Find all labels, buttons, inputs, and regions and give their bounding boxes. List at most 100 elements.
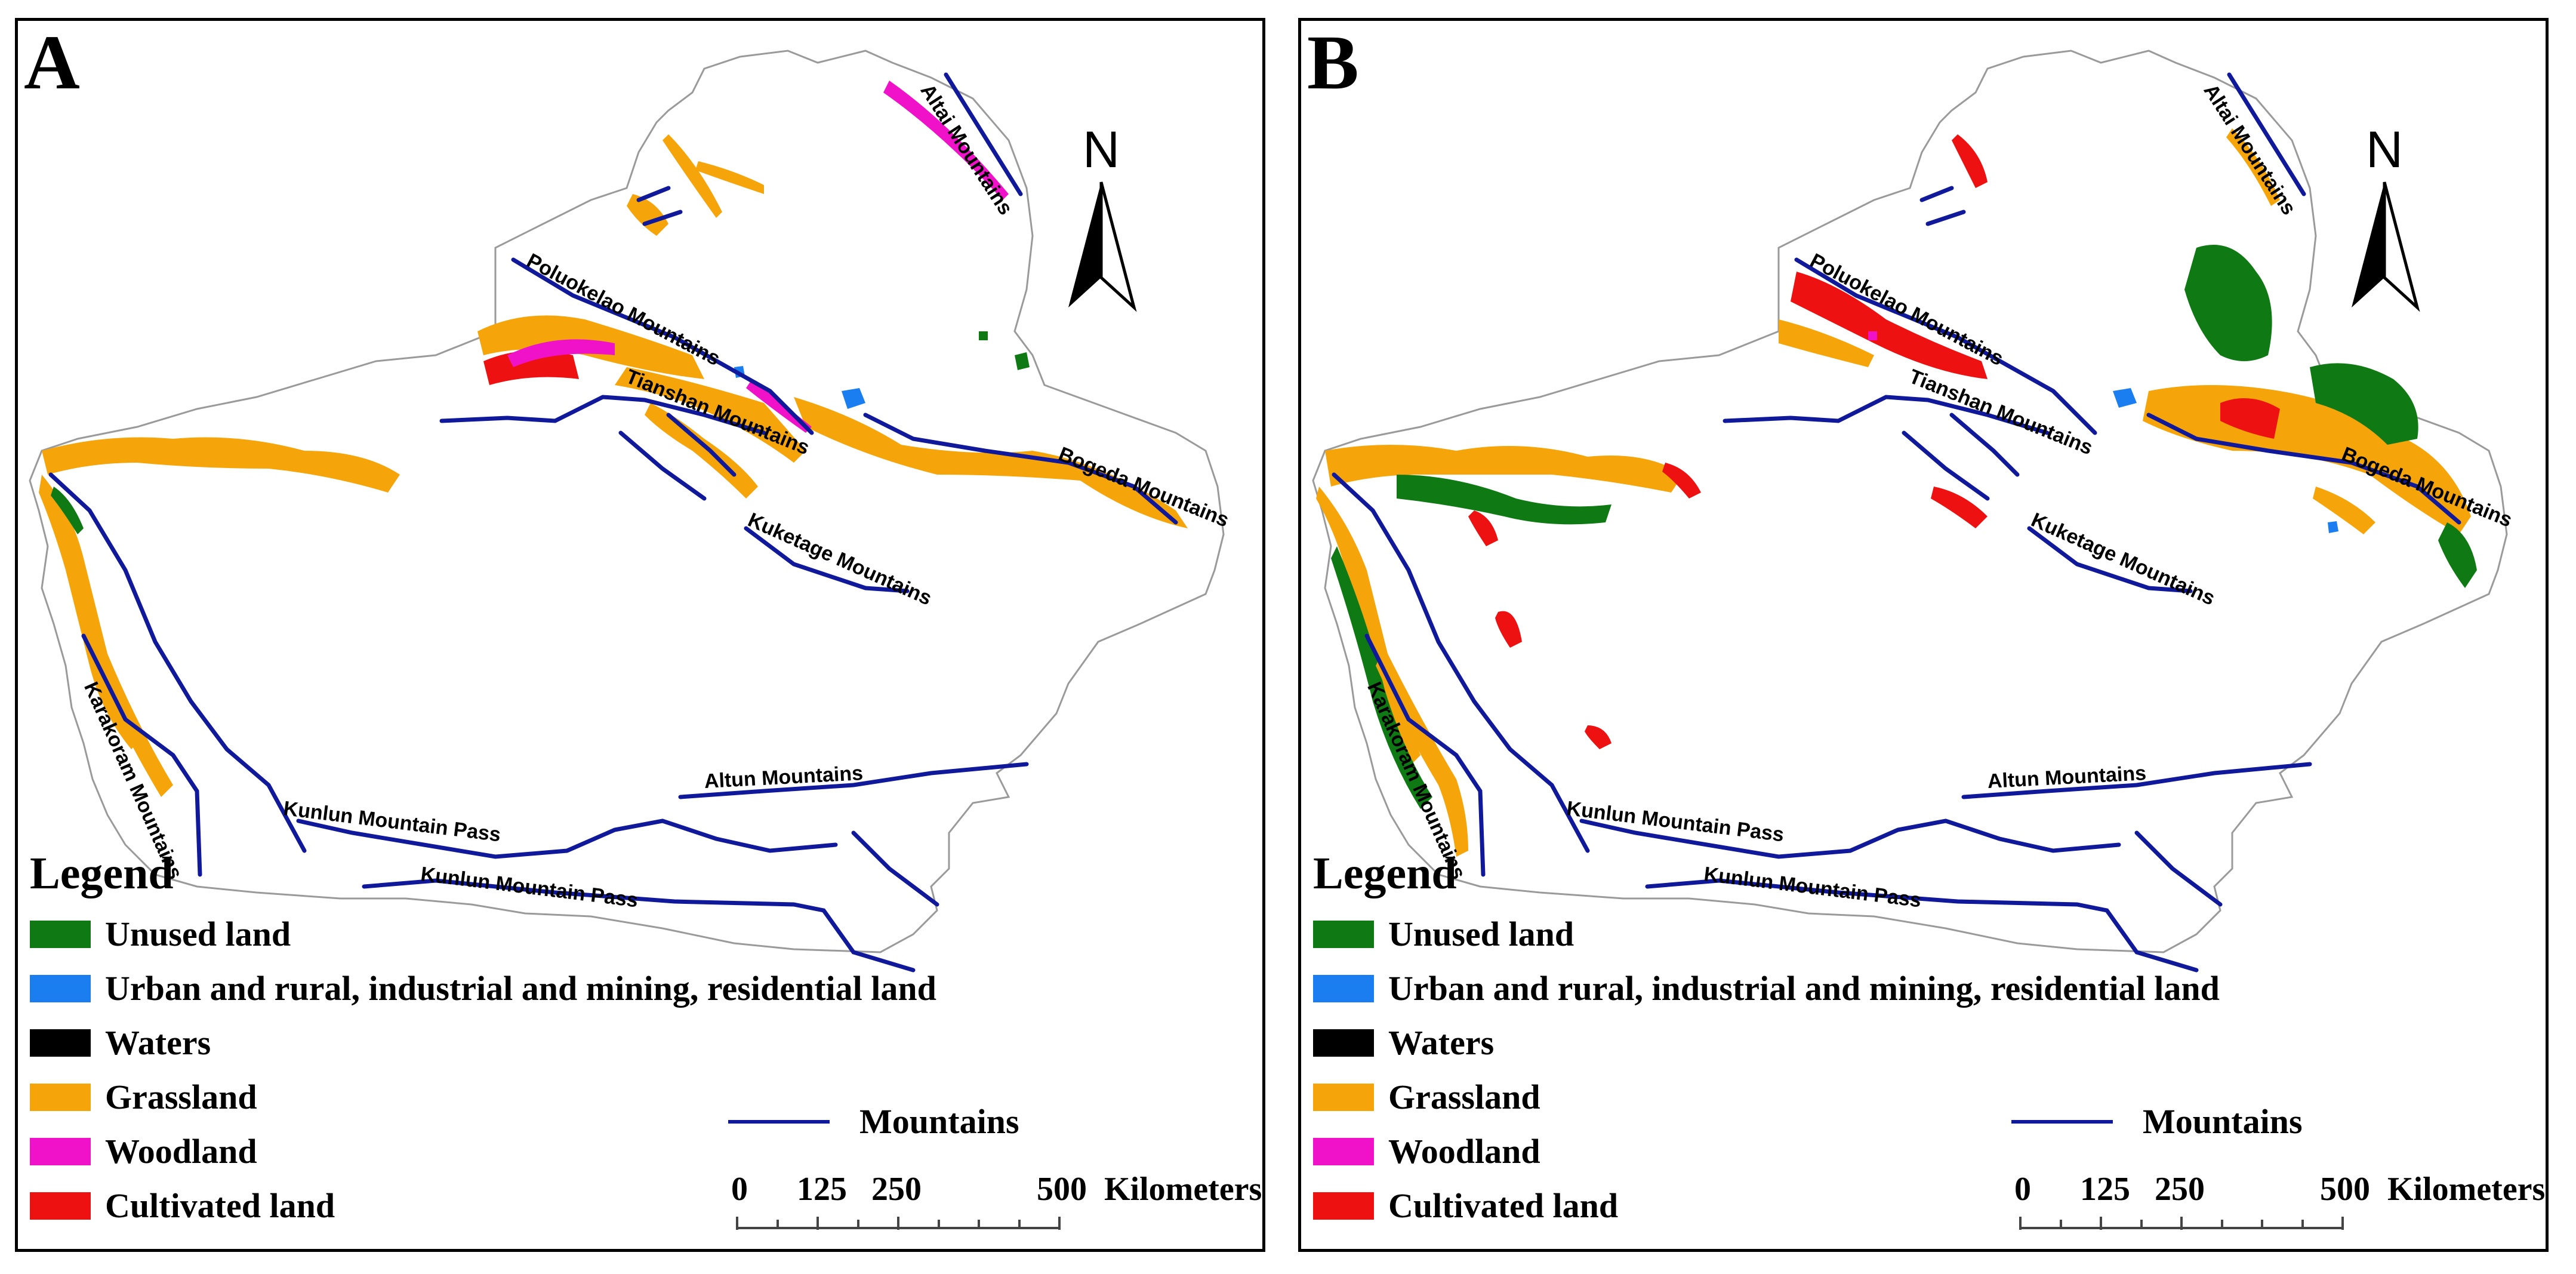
mountain-line-karakoram — [1364, 633, 1486, 877]
cultivated-patch — [1585, 725, 1611, 749]
grassland-patch — [1325, 445, 1683, 493]
legend-label: Waters — [1388, 1023, 1495, 1062]
scale-tick-mark — [736, 1217, 738, 1230]
unused-patch — [1015, 352, 1030, 370]
woodland-patch — [507, 339, 615, 367]
legend-swatch — [30, 1137, 91, 1165]
legend-label: Grassland — [105, 1078, 257, 1116]
legend-swatch — [30, 974, 91, 1002]
mountain-line-altun-east — [2134, 830, 2223, 907]
urban-patch — [2328, 521, 2338, 533]
legend-title: Legend — [1313, 848, 1457, 898]
mountain-line-tianshan-2 — [618, 430, 707, 501]
mountains-key: Mountains — [728, 1101, 1019, 1141]
legend-label: Urban and rural, industrial and mining, … — [105, 969, 936, 1008]
mountain-line-bogeda — [2146, 413, 2461, 525]
legend-swatch — [30, 1083, 91, 1111]
scale-tick-0: 0 — [731, 1171, 748, 1208]
legend-item: Woodland — [30, 1124, 936, 1178]
legend-label: Grassland — [1388, 1078, 1540, 1116]
woodland-patch — [883, 81, 1009, 200]
scale-tick-125: 125 — [797, 1171, 847, 1208]
mountain-line-altai — [944, 72, 1023, 196]
land-cover-patches — [39, 81, 1188, 797]
cultivated-patch — [1468, 510, 1498, 546]
grassland-patch — [794, 397, 1188, 528]
cultivated-patch — [1791, 272, 1988, 379]
mountain-line-poluokelao — [511, 257, 814, 435]
scale-tick-250: 250 — [871, 1171, 922, 1208]
mountain-line-altai — [2227, 72, 2306, 196]
land-cover-patches — [1316, 128, 2477, 857]
grassland-patch — [2313, 487, 2375, 534]
legend-label: Urban and rural, industrial and mining, … — [1388, 969, 2220, 1008]
mountains-key-label: Mountains — [859, 1102, 1019, 1141]
legend-swatch — [30, 920, 91, 948]
legend-item: Waters — [30, 1015, 936, 1070]
scale-tick-mark — [776, 1220, 779, 1229]
mountain-line-kuketage — [2027, 526, 2193, 593]
mountain-line-altun — [1961, 762, 2312, 799]
mountain-line-kunlun-2 — [1645, 878, 2199, 973]
north-label: N — [1083, 121, 1120, 179]
scale-tick-250: 250 — [2155, 1171, 2205, 1208]
mountain-line-small-1 — [1919, 186, 1954, 202]
north-arrow-icon: N — [2352, 121, 2420, 312]
mountain-line-tianshan-3 — [666, 413, 737, 477]
cultivated-patch — [1495, 611, 1522, 648]
legend-swatch — [1313, 1083, 1374, 1111]
mountain-line-tianshan-1 — [439, 395, 766, 435]
scale-bar: 0 125 250 500 Kilometers — [713, 1170, 1262, 1254]
panel-letter: A — [24, 20, 80, 106]
legend-swatch — [1313, 1029, 1374, 1057]
scale-tick-0: 0 — [2014, 1171, 2031, 1208]
mountain-line-kunlun-2 — [362, 878, 916, 973]
mountain-line-altun — [678, 762, 1029, 799]
north-label: N — [2366, 121, 2403, 179]
legend-item: Woodland — [1313, 1124, 2220, 1178]
legend-item: Grassland — [30, 1070, 936, 1124]
grassland-patch — [615, 367, 806, 463]
legend-label: Woodland — [105, 1132, 257, 1171]
grassland-patch — [627, 194, 668, 236]
mountain-line-tianshan-2 — [1902, 430, 1990, 501]
mountain-line-small-2 — [1925, 210, 1966, 226]
grassland-patch — [39, 475, 143, 749]
mountain-line-karakoram — [81, 633, 202, 877]
scale-tick-mark — [2341, 1217, 2344, 1230]
legend-item: Unused land — [1313, 907, 2220, 961]
unused-patch — [51, 487, 84, 534]
scale-tick-mark — [978, 1220, 980, 1229]
scale-tick-mark — [1058, 1217, 1061, 1230]
scale-tick-125: 125 — [2080, 1171, 2130, 1208]
grassland-patch — [1779, 319, 1874, 367]
map-canvas-b — [1312, 50, 2508, 973]
legend-label: Woodland — [1388, 1132, 1540, 1171]
legend-item: Cultivated land — [30, 1178, 936, 1233]
mountain-line-bogeda — [863, 413, 1178, 525]
urban-patch — [2113, 388, 2137, 408]
mountain-line-altun-east — [851, 830, 939, 907]
grassland-patch — [663, 134, 722, 218]
legend-swatch — [30, 1029, 91, 1057]
urban-patch — [842, 388, 865, 409]
north-arrow-icon: N — [1068, 121, 1137, 312]
mountain-lines — [1332, 72, 2461, 973]
mountain-line-west — [1332, 472, 1590, 853]
cultivated-patch — [483, 350, 579, 385]
legend-title: Legend — [30, 848, 174, 898]
legend-swatch — [30, 1192, 91, 1220]
legend-label: Cultivated land — [105, 1186, 335, 1225]
unused-patch — [979, 331, 988, 340]
legend-label: Unused land — [105, 915, 291, 953]
grassland-patch — [2226, 128, 2280, 206]
legend-label: Cultivated land — [1388, 1186, 1619, 1225]
grassland-patch — [695, 161, 764, 194]
scale-tick-mark — [2301, 1220, 2304, 1229]
scale-unit: Kilometers — [1104, 1171, 1262, 1208]
woodland-patch — [1868, 331, 1877, 340]
unused-patch — [1331, 546, 1432, 809]
